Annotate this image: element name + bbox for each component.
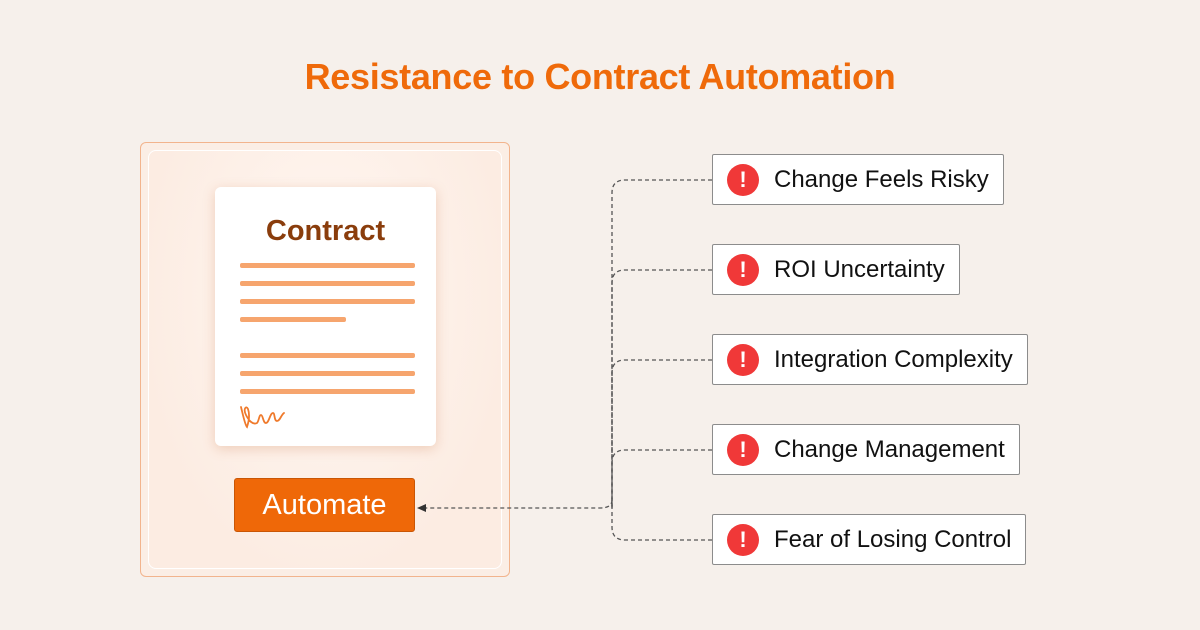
connector-roi-uncertainty	[611, 269, 712, 508]
alert-icon: !	[727, 523, 759, 556]
issue-label: Change Management	[774, 435, 1005, 463]
signature-icon	[240, 406, 285, 429]
document-text-line	[240, 281, 415, 286]
issue-label: Fear of Losing Control	[774, 525, 1012, 553]
alert-icon: !	[727, 163, 759, 196]
issue-item-integration-complexity: ! Integration Complexity	[712, 334, 1028, 385]
document-text-line	[240, 263, 415, 268]
issue-item-fear-of-losing-control: ! Fear of Losing Control	[712, 514, 1027, 565]
alert-icon: !	[727, 343, 759, 376]
document-text-line	[240, 317, 346, 322]
document-text-line	[240, 389, 415, 394]
issue-label: ROI Uncertainty	[774, 255, 945, 283]
connector-fear-of-losing-control	[611, 508, 712, 541]
contract-document: Contract	[215, 187, 436, 446]
diagram-title: Resistance to Contract Automation	[304, 56, 896, 97]
alert-icon: !	[727, 433, 759, 466]
document-text-line	[240, 371, 415, 376]
alert-icon: !	[727, 253, 759, 286]
document-text-line	[240, 353, 415, 358]
issue-item-roi-uncertainty: ! ROI Uncertainty	[712, 244, 960, 295]
issue-item-change-feels-risky: ! Change Feels Risky	[712, 154, 1004, 205]
document-text-line	[240, 299, 415, 304]
connector-integration-complexity	[611, 359, 712, 508]
automate-button[interactable]: Automate	[234, 478, 415, 532]
issue-label: Change Feels Risky	[774, 165, 989, 193]
issue-item-change-management: ! Change Management	[712, 424, 1020, 475]
document-title: Contract	[265, 215, 386, 247]
issue-label: Integration Complexity	[774, 345, 1013, 373]
connector-change-management	[611, 449, 712, 508]
connector-change-feels-risky	[611, 179, 712, 508]
